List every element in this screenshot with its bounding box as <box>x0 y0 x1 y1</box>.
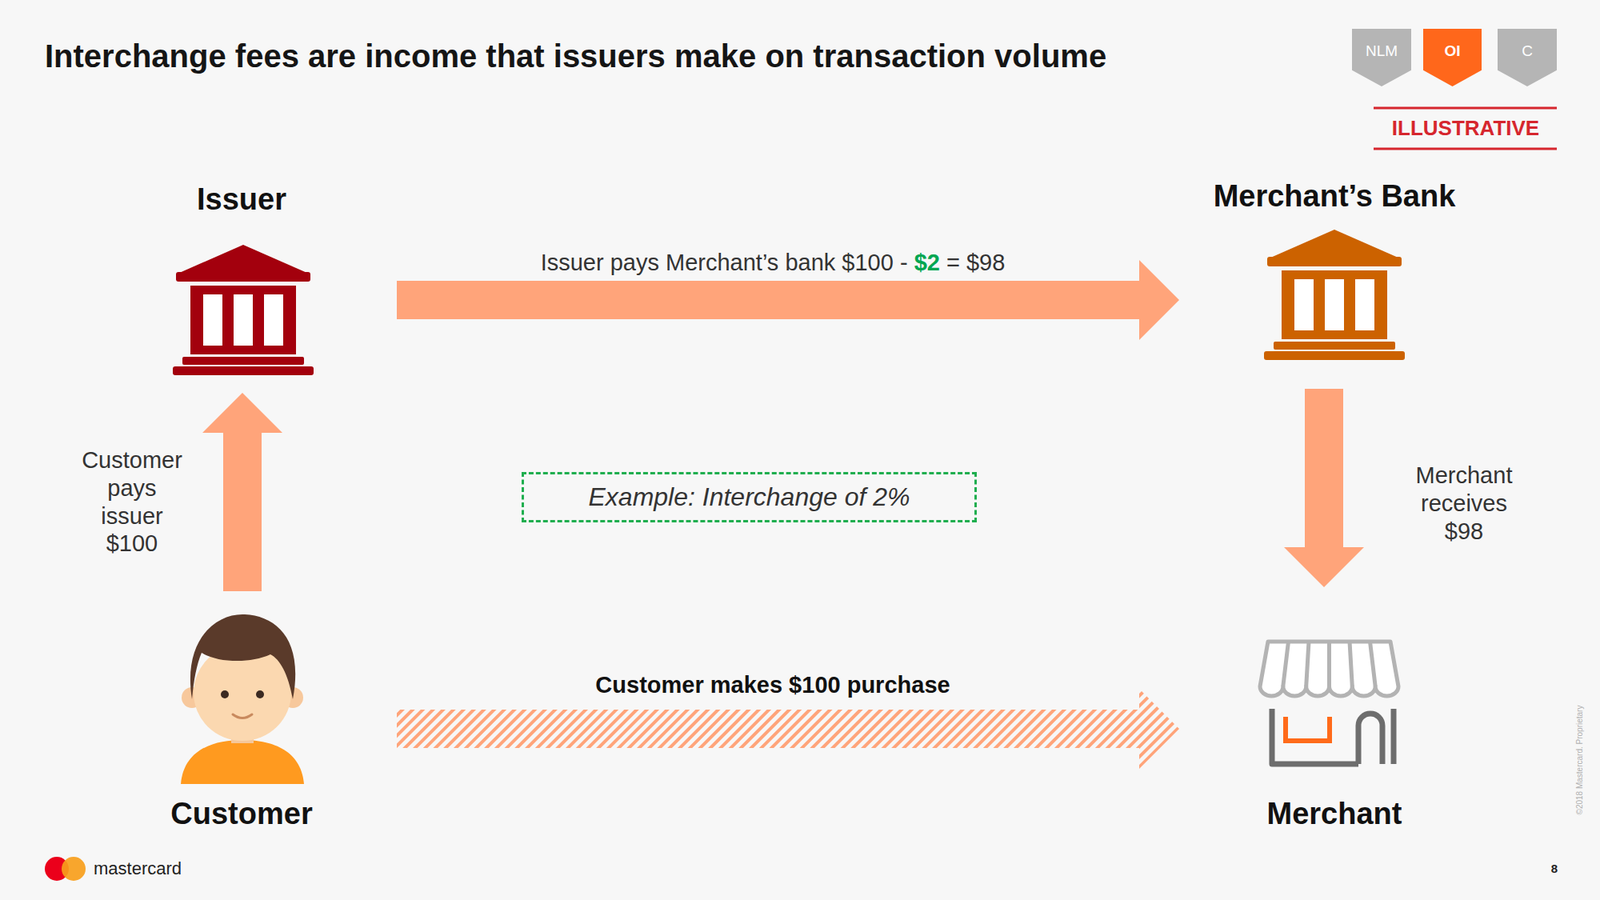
edge-label: Customer makes $100 purchase <box>595 671 950 700</box>
node-heading: Merchant’s Bank <box>1213 179 1456 215</box>
issuer-node: Issuer <box>99 182 384 380</box>
label-word: Issuer <box>540 249 611 276</box>
customer-icon <box>180 614 304 784</box>
label-word: Merchant’s <box>665 249 785 276</box>
tab-fill <box>1497 28 1557 87</box>
stamp-label: ILLUSTRATIVE <box>1392 116 1540 141</box>
section-tab-active: OI <box>1423 28 1482 87</box>
section-tab: NLM <box>1352 28 1412 87</box>
rule-line <box>1373 148 1557 151</box>
edge-label: Customer pays issuer $100 <box>79 446 185 558</box>
node-heading: Issuer <box>196 182 287 218</box>
store-door <box>1358 713 1383 764</box>
hair <box>190 614 296 700</box>
node-heading: Merchant <box>1267 796 1403 832</box>
brand-name: mastercard <box>93 858 182 880</box>
label-word: $98 <box>966 249 1005 276</box>
merchant-node: Merchant <box>1192 600 1477 832</box>
note-text: Example: Interchange of 2% <box>588 482 910 512</box>
label-word: bank <box>784 249 842 276</box>
flow-arrow <box>202 392 283 592</box>
tab-fill <box>1352 28 1412 87</box>
tab-label: C <box>1521 42 1533 60</box>
issuer-bank-icon <box>172 244 314 376</box>
logo-circle <box>61 856 86 881</box>
section-tab: C <box>1497 28 1557 87</box>
label-word: $100 <box>841 249 900 276</box>
edge-label: Merchant receives $98 <box>1412 461 1516 545</box>
shirt <box>180 740 304 784</box>
eye <box>220 690 229 699</box>
label-word: pays <box>610 249 666 276</box>
label-word: = <box>946 249 967 276</box>
tab-fill <box>1423 28 1482 87</box>
copyright-note: ©2018 Mastercard. Proprietary <box>1575 705 1585 816</box>
smile <box>232 714 252 719</box>
tab-label: NLM <box>1365 42 1398 60</box>
page-number: 8 <box>1551 861 1558 876</box>
example-note: Example: Interchange of 2% <box>521 472 977 523</box>
store-window <box>1285 716 1330 741</box>
merchant-bank-icon <box>1264 229 1405 360</box>
store-wall <box>1272 708 1359 764</box>
store-wall <box>1391 708 1397 764</box>
merchant-store-icon <box>1260 641 1399 764</box>
rule-line <box>1373 107 1557 110</box>
slide-title: Interchange fees are income that issuers… <box>44 36 1107 76</box>
awning-stripes <box>1283 641 1376 687</box>
node-heading: Customer <box>170 796 312 832</box>
flow-arrow <box>1284 388 1364 588</box>
tab-label: OI <box>1444 42 1460 60</box>
customer-node: Customer <box>99 604 384 832</box>
label-word: $2 <box>914 249 947 276</box>
eye <box>256 690 264 699</box>
edge-label: Issuer pays Merchant’s bank $100 - $2 = … <box>540 248 1006 277</box>
awning <box>1260 641 1399 696</box>
label-word: - <box>900 249 915 276</box>
hatched-flow-arrow <box>396 688 1180 769</box>
merchant-bank-node: Merchant’s Bank <box>1192 179 1477 376</box>
